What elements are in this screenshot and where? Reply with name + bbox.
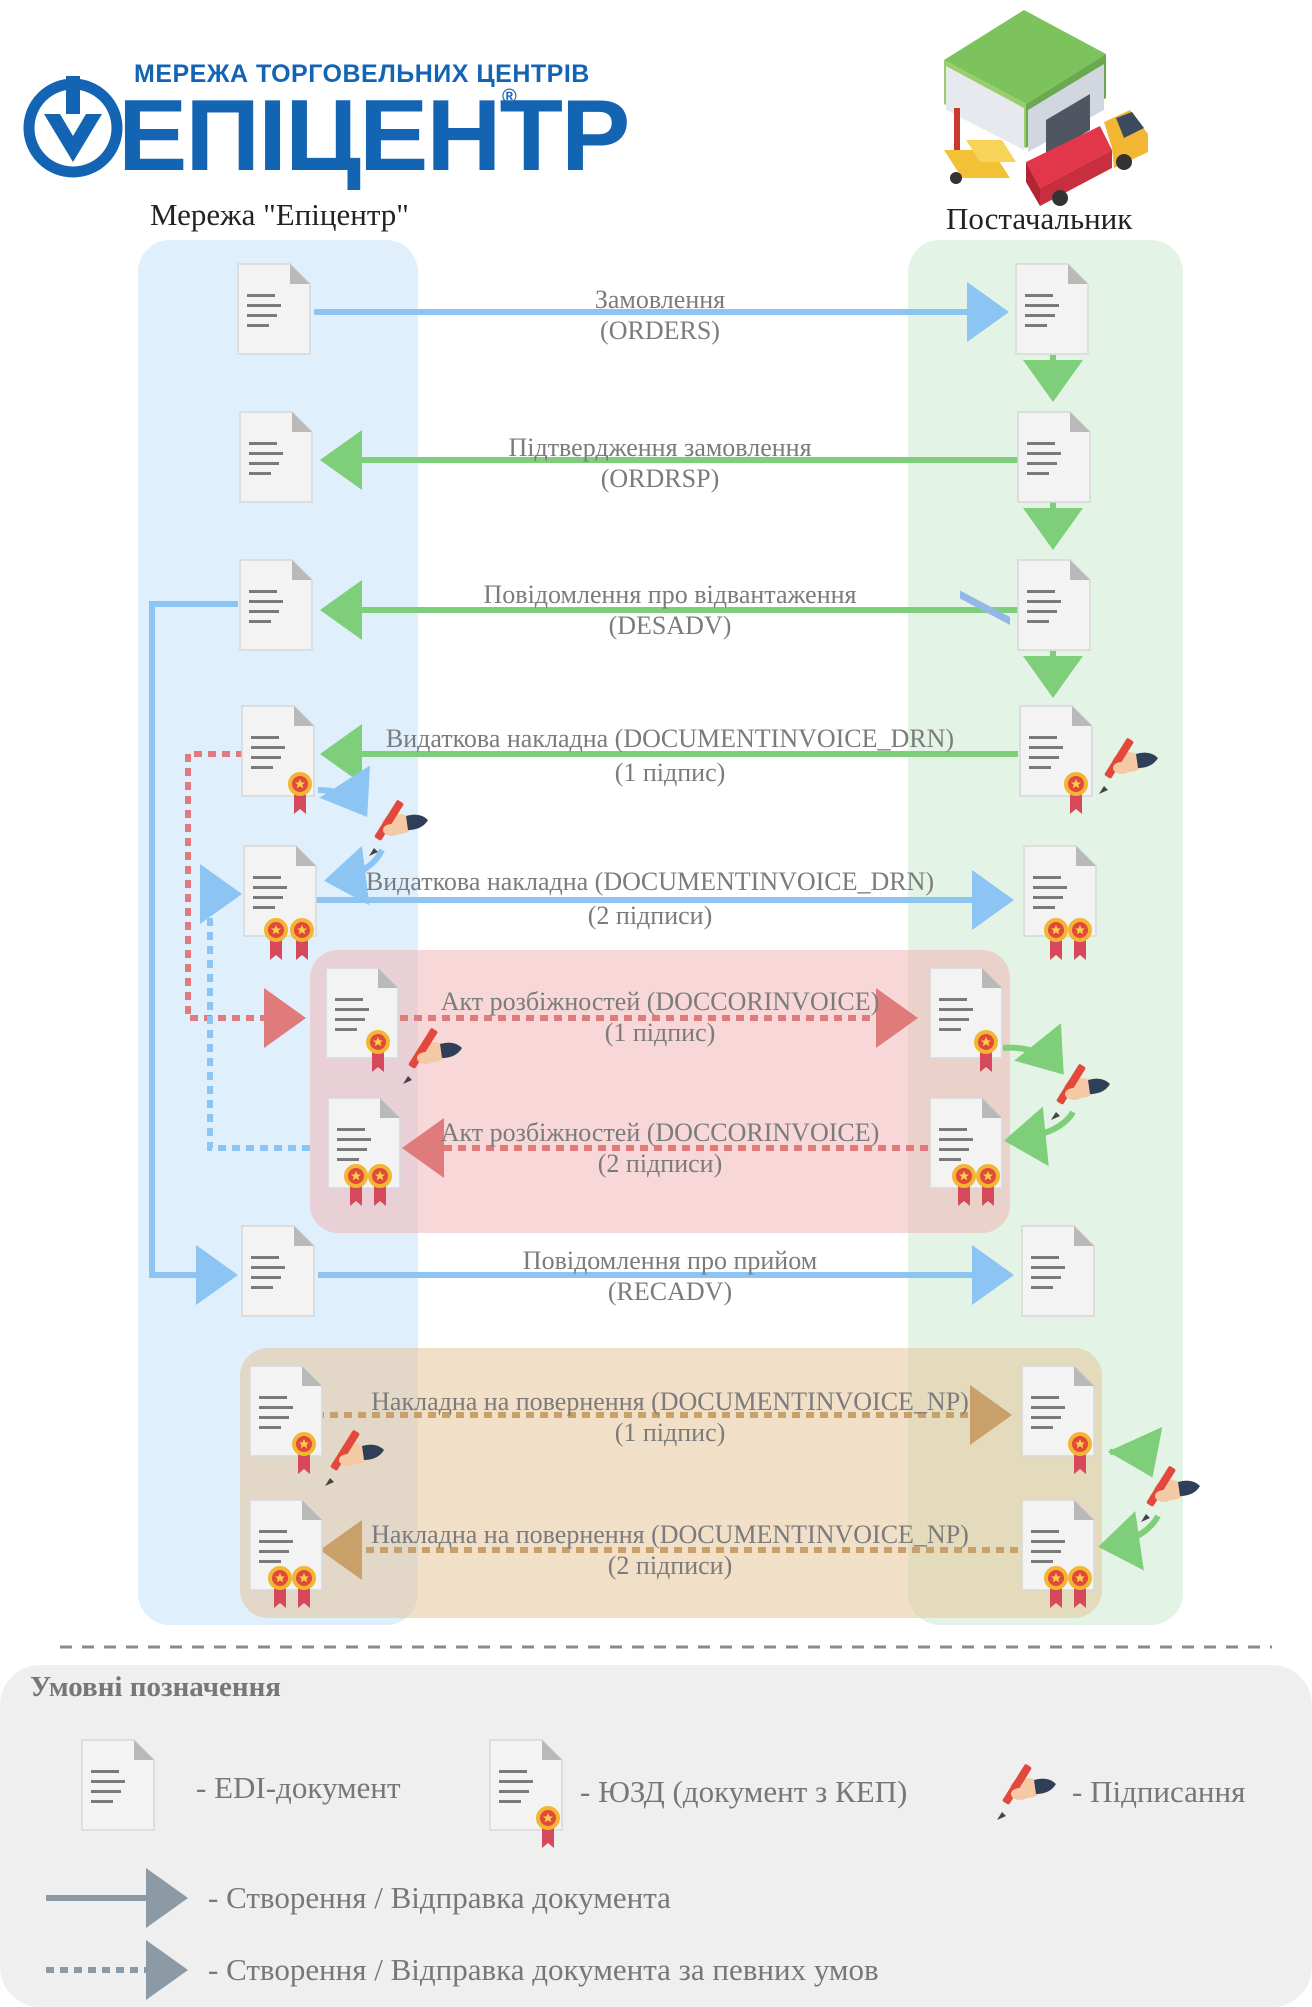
lane-label-left: Мережа "Епіцентр" (150, 197, 409, 232)
warehouse-icon (944, 10, 1106, 626)
legend-solid-text: - Створення / Відправка документа (208, 1880, 671, 1915)
flow-recadv-label: Повідомлення про прийом(RECADV) (522, 1246, 818, 1306)
legend-edi-text: - EDI-документ (196, 1770, 401, 1805)
lane-label-right: Постачальник (946, 201, 1133, 236)
flow-orders-label: Замовлення(ORDERS) (594, 285, 726, 345)
logo-icon (23, 76, 123, 178)
legend-title: Умовні позначення (30, 1671, 281, 1703)
legend-dotted-text: - Створення / Відправка документа за пев… (208, 1952, 879, 1987)
brand-reg-mark: ® (502, 86, 517, 108)
flow-drn2-label: Видаткова накладна (DOCUMENTINVOICE_DRN)… (365, 867, 935, 930)
forklift-icon (944, 108, 1016, 184)
legend-doc-icon (81, 1739, 155, 1831)
flow-desadv-label: Повідомлення про відвантаження(DESADV) (483, 580, 857, 640)
flow-drn1-label: Видаткова накладна (DOCUMENTINVOICE_DRN)… (385, 724, 955, 787)
flow-doccor2-label: Акт розбіжностей (DOCCORINVOICE)(2 підпи… (440, 1118, 880, 1178)
legend-panel (0, 1665, 1312, 2007)
truck-icon (1026, 110, 1148, 206)
flow-doccor1-label: Акт розбіжностей (DOCCORINVOICE)(1 підпи… (440, 987, 880, 1047)
flow-np1-label: Накладна на повернення (DOCUMENTINVOICE_… (371, 1387, 969, 1447)
flow-ordrsp-label: Підтвердження замовлення(ORDRSP) (508, 433, 812, 493)
brand-name: ЕПІЦЕНТР (118, 79, 630, 193)
legend-yuzd-text: - ЮЗД (документ з КЕП) (580, 1774, 908, 1809)
brand-tagline: МЕРЕЖА ТОРГОВЕЛЬНИХ ЦЕНТРІВ (134, 60, 590, 88)
legend-sign-text: - Підписання (1072, 1774, 1246, 1809)
flow-np2-label: Накладна на повернення (DOCUMENTINVOICE_… (371, 1520, 969, 1580)
